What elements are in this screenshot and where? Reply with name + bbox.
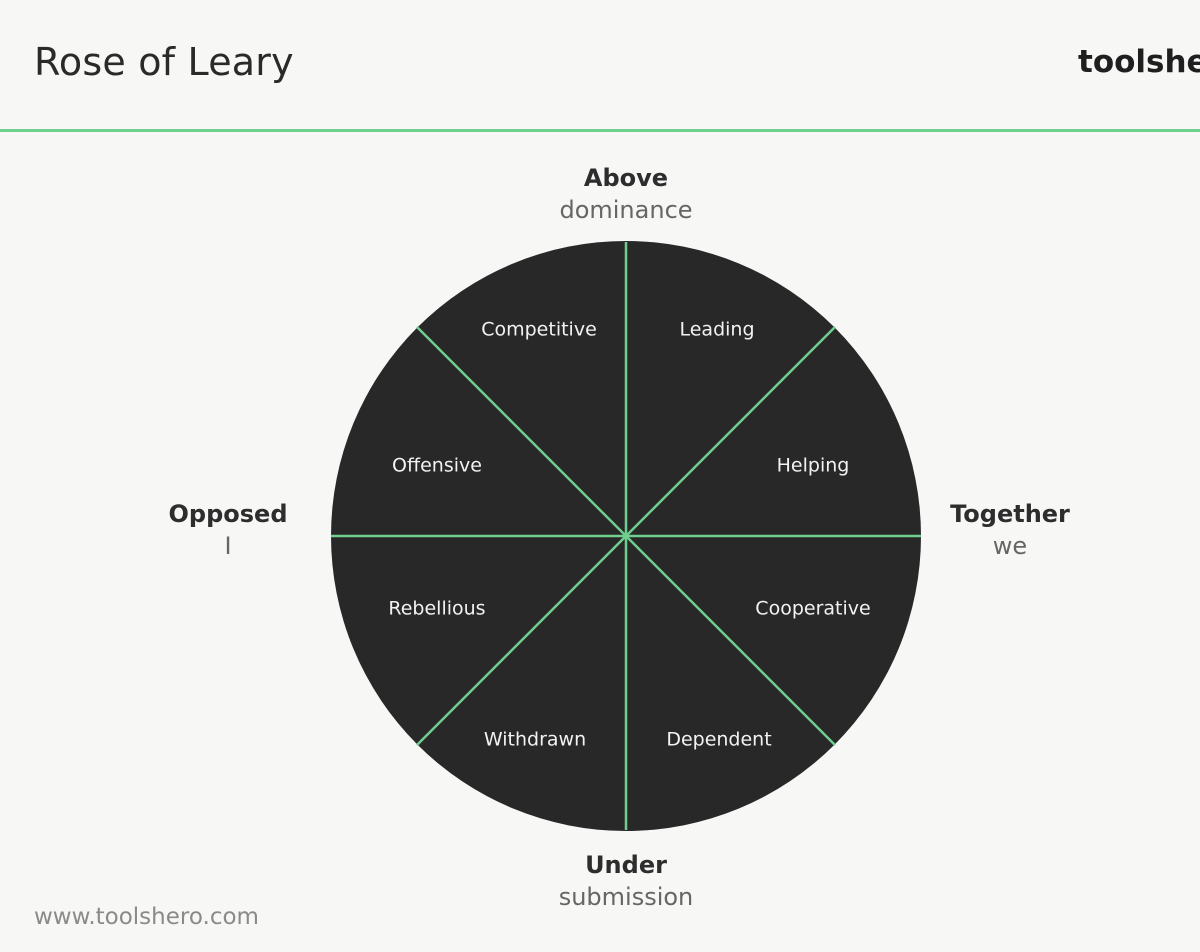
segment-competitive: Competitive <box>481 319 597 341</box>
divider-diagonal-anti <box>416 326 836 746</box>
segment-dependent: Dependent <box>666 729 771 751</box>
segment-cooperative: Cooperative <box>755 598 870 620</box>
brand-logo: toolshero <box>1078 44 1200 80</box>
axis-right-sub: we <box>992 532 1028 561</box>
axis-left-sub: I <box>224 532 232 561</box>
axis-left-label: Opposed I <box>118 498 338 563</box>
axis-top-main: Above <box>583 164 669 192</box>
header-divider <box>0 129 1200 132</box>
axis-top-sub: dominance <box>559 196 693 225</box>
axis-top-label: Above dominance <box>516 162 736 227</box>
axis-left-main: Opposed <box>168 500 288 528</box>
segment-offensive: Offensive <box>392 455 482 477</box>
axis-right-label: Together we <box>900 498 1120 563</box>
axis-right-main: Together <box>950 500 1070 528</box>
segment-rebellious: Rebellious <box>388 598 485 620</box>
page-title: Rose of Leary <box>34 40 294 84</box>
axis-bottom-main: Under <box>585 851 667 879</box>
axis-bottom-sub: submission <box>558 883 694 912</box>
footer-url: www.toolshero.com <box>34 904 259 930</box>
segment-withdrawn: Withdrawn <box>484 729 586 751</box>
segment-leading: Leading <box>679 319 754 341</box>
segment-helping: Helping <box>777 455 850 477</box>
header: Rose of Leary toolshero <box>0 0 1200 132</box>
axis-bottom-label: Under submission <box>516 849 736 914</box>
